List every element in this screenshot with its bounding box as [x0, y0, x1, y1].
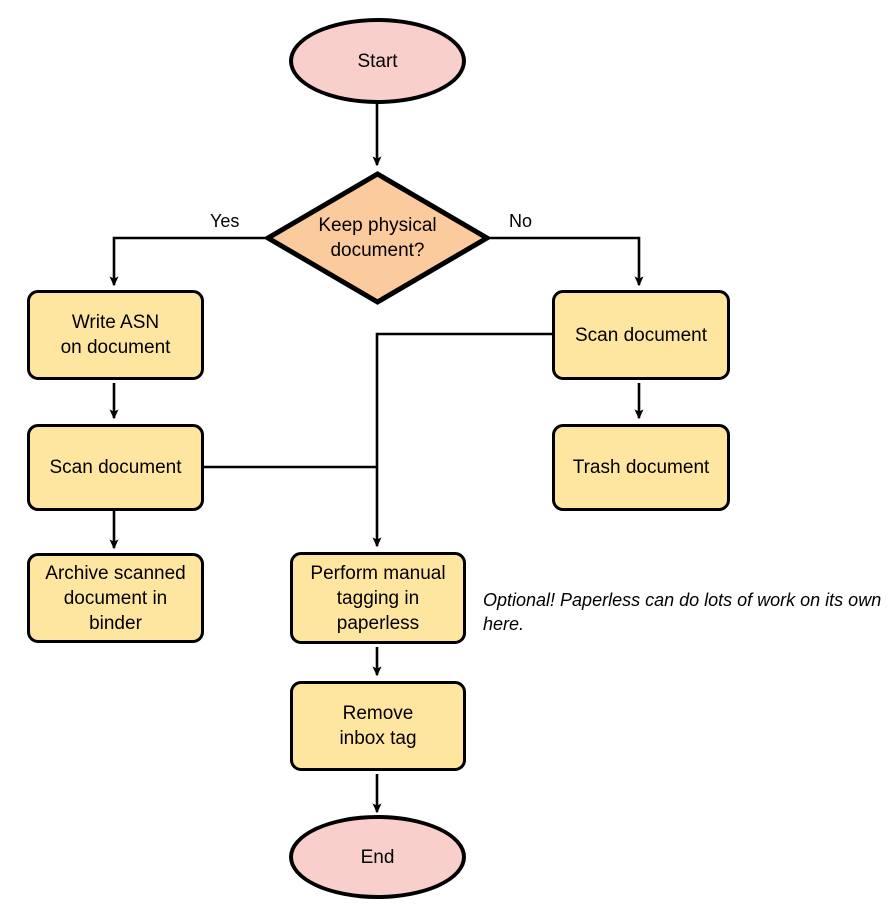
edge-decision-no-to-scan-right	[490, 236, 644, 287]
edge-label-no: No	[509, 211, 533, 231]
node-archive-scanned-document[interactable]: Archive scanned document in binder	[27, 553, 204, 643]
diamond-shape	[265, 171, 490, 305]
edge-label-yes: Yes	[210, 211, 240, 231]
node-keep-physical-document-decision[interactable]: Keep physical document?	[265, 171, 490, 305]
node-write-asn-on-document-label: Write ASN on document	[60, 312, 171, 358]
node-end-label: End	[360, 846, 395, 868]
node-start-label: Start	[357, 50, 398, 72]
edge-decision-yes-to-write-asn	[109, 236, 265, 287]
node-perform-manual-tagging-label: Perform manual tagging in paperless	[310, 562, 446, 634]
node-remove-inbox-tag-label: Remove inbox tag	[339, 703, 417, 749]
node-trash-document-label: Trash document	[572, 457, 710, 478]
node-scan-document-left-label: Scan document	[49, 457, 182, 478]
node-scan-document-right[interactable]: Scan document	[552, 290, 730, 380]
edge-scan-right-to-tagging	[372, 332, 552, 548]
node-archive-scanned-document-label: Archive scanned document in binder	[45, 562, 186, 634]
node-scan-document-left[interactable]: Scan document	[27, 424, 204, 511]
node-keep-physical-document-label: Keep physical document?	[318, 215, 437, 261]
node-perform-manual-tagging[interactable]: Perform manual tagging in paperless	[290, 552, 466, 644]
node-end[interactable]: End	[289, 815, 466, 899]
annotation-optional-note: Optional! Paperless can do lots of work …	[483, 590, 882, 634]
node-write-asn-on-document[interactable]: Write ASN on document	[27, 290, 204, 380]
node-scan-document-right-label: Scan document	[574, 324, 708, 346]
node-start[interactable]: Start	[289, 18, 466, 104]
node-remove-inbox-tag[interactable]: Remove inbox tag	[290, 681, 466, 771]
node-trash-document[interactable]: Trash document	[552, 424, 730, 511]
